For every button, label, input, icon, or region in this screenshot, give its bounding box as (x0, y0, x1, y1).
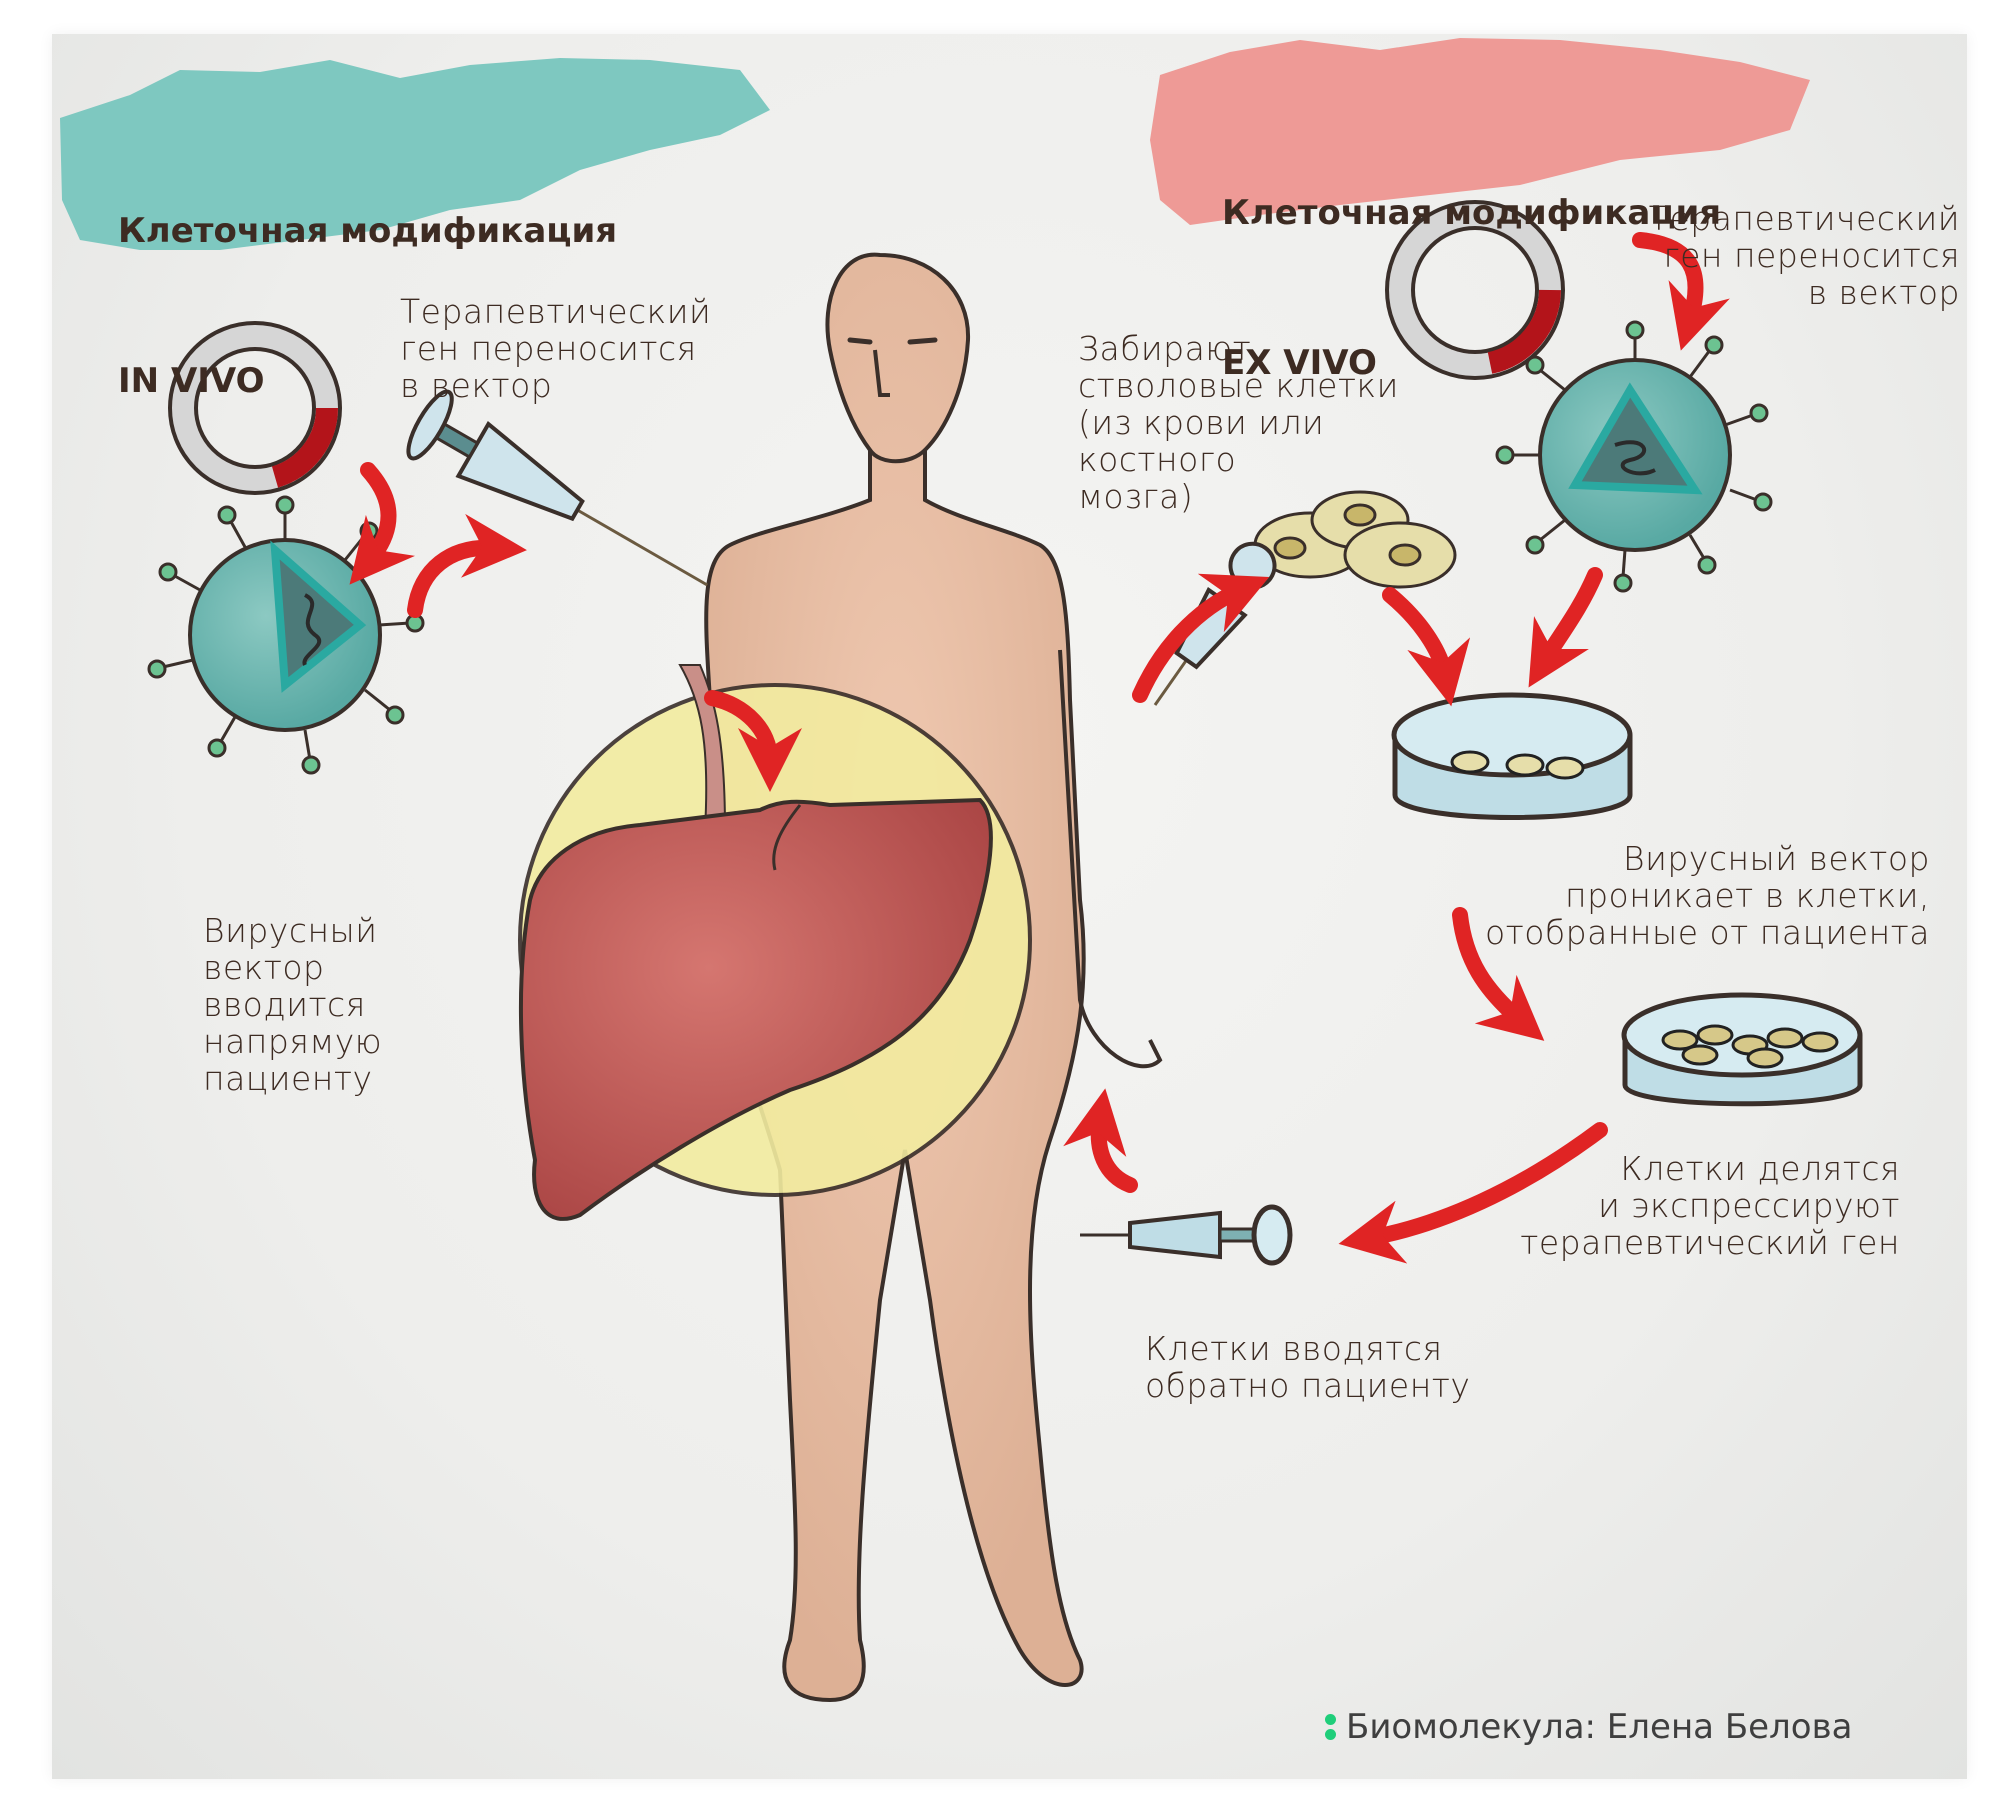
petri-dish-icon-1 (1391, 692, 1633, 820)
petri-dish-icon-2 (1621, 992, 1863, 1107)
label-ex-vivo-gene-transfer: Терапевтический ген переносится в вектор (1648, 199, 1960, 312)
arrow-plasmid-to-virus (349, 462, 416, 585)
liver-icon (518, 797, 993, 1221)
ex-vivo-brush (1150, 38, 1810, 225)
plasmid-ring-icon (168, 321, 342, 495)
ex-vivo-heading-line2: EX VIVO (1222, 343, 1377, 383)
label-in-vivo-gene-transfer: Терапевтический ген переносится в вектор (400, 292, 712, 405)
arrows-ex-vivo (1063, 232, 1730, 1264)
ex-vivo-heading-line1: Клеточная модификация (1222, 193, 1722, 233)
credit-text: Биомолекула: Елена Белова (1346, 1707, 1853, 1747)
label-in-vivo-direct-injection: Вирусный вектор вводится напрямую пациен… (203, 911, 383, 1098)
ex-vivo-heading: Клеточная модификация EX VIVO (1222, 88, 1721, 438)
label-ex-vivo-cells-returned: Клетки вводятся обратно пациенту (1145, 1329, 1471, 1405)
credit: Биомолекула: Елена Белова (1325, 1707, 1852, 1747)
arrow-dish-to-dish (1452, 907, 1545, 1041)
in-vivo-heading-line2: IN VIVO (118, 361, 265, 401)
virus-icon-ex-vivo (1495, 320, 1773, 593)
syringe-icon-blood-draw (1153, 541, 1277, 706)
arrow-syringe-to-body (1063, 1088, 1138, 1193)
virus-icon-in-vivo (147, 495, 425, 775)
biomolecula-logo-icon (1325, 1714, 1336, 1740)
in-vivo-heading: Клеточная модификация IN VIVO (118, 106, 617, 456)
arrow-body-to-cells (1132, 573, 1270, 703)
stem-cells-icon (1253, 490, 1457, 589)
plasmid-ring-icon-ex-vivo (1385, 200, 1565, 380)
arrow-plasmid-to-virus-ex (1632, 232, 1730, 351)
label-ex-vivo-cells-divide: Клетки делятся и экспрессируют терапевти… (1520, 1149, 1900, 1262)
arrows-in-vivo (349, 462, 802, 792)
in-vivo-heading-line1: Клеточная модификация (118, 211, 618, 251)
syringe-icon-in-vivo (406, 389, 708, 587)
arrow-dish-to-syringe (1338, 1122, 1608, 1264)
arrow-virus-to-syringe (407, 513, 527, 618)
arrow-to-liver (704, 690, 802, 792)
in-vivo-brush (60, 58, 770, 250)
label-ex-vivo-vector-penetrates: Вирусный вектор проникает в клетки, отоб… (1484, 839, 1930, 952)
arrow-cells-to-dish (1382, 587, 1471, 707)
syringe-icon-return (1080, 1204, 1293, 1266)
label-ex-vivo-stem-cells: Забирают стволовые клетки (из крови или … (1078, 329, 1399, 516)
arrow-virus-to-dish (1528, 567, 1603, 688)
